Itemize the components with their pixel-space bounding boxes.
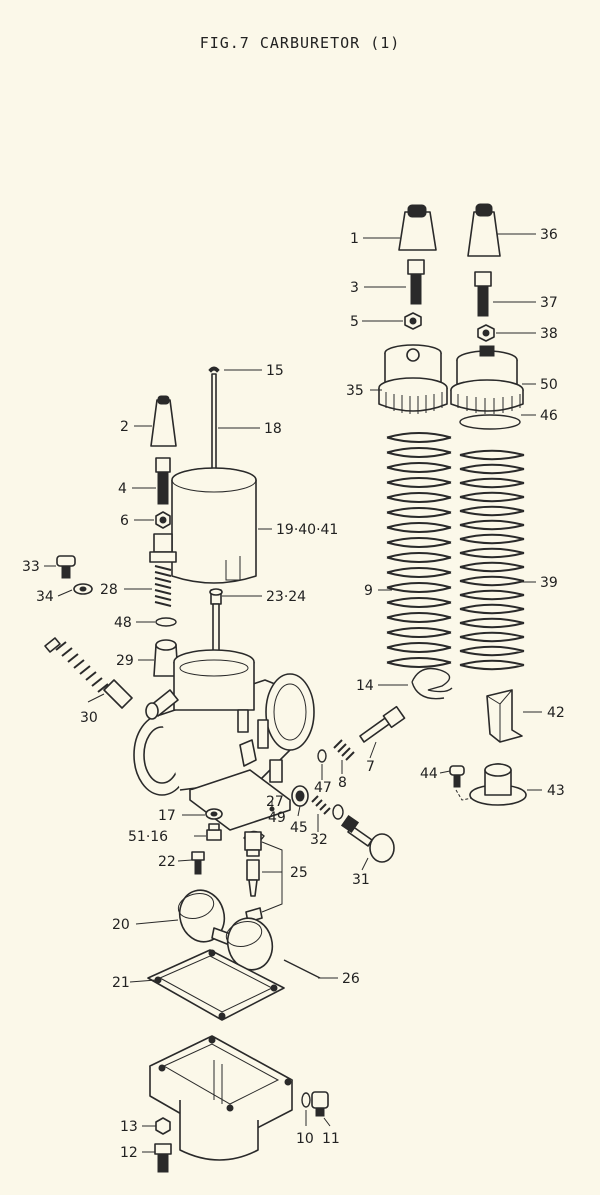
float-bowl: [149, 1035, 293, 1161]
callout-22: 22: [158, 854, 176, 870]
callout-5: 5: [350, 314, 359, 330]
callout-10: 10: [296, 1131, 314, 1147]
drain-plug-11: [311, 1091, 329, 1117]
washer-47: [317, 749, 327, 763]
callout-4: 4: [118, 481, 127, 497]
callout-25: 25: [290, 865, 308, 881]
guide-29: [153, 639, 179, 677]
throttle-slide-19: [171, 467, 257, 584]
callout-43: 43: [547, 783, 565, 799]
callout-33: 33: [22, 559, 40, 575]
callout-38: 38: [540, 326, 558, 342]
cap-2: [150, 399, 177, 447]
callout-39: 39: [540, 575, 558, 591]
cable-adjuster-30: [44, 637, 133, 709]
callout-19-40-41: 19·40·41: [276, 522, 338, 538]
cap-36: [467, 203, 501, 257]
callout-13: 13: [120, 1119, 138, 1135]
callout-30: 30: [80, 710, 98, 726]
callout-49: 49: [268, 810, 286, 826]
callout-labels: 1 36 3 37 5 38 15 35 50 2 18 46 4 6 19·4…: [22, 227, 565, 1161]
callout-31: 31: [352, 872, 370, 888]
screw-7: [359, 705, 406, 743]
callout-48: 48: [114, 615, 132, 631]
callout-26: 26: [342, 971, 360, 987]
clip-14: [411, 667, 453, 700]
callout-29: 29: [116, 653, 134, 669]
callout-44: 44: [420, 766, 438, 782]
adjuster-4: [155, 457, 171, 505]
callout-9: 9: [364, 583, 373, 599]
nut-13: [155, 1117, 171, 1135]
callout-7: 7: [366, 759, 375, 775]
callout-35: 35: [346, 383, 364, 399]
callout-21: 21: [112, 975, 130, 991]
screw-33: [56, 555, 76, 579]
spring-9: [386, 432, 452, 668]
leader-lines: [44, 233, 542, 1153]
callout-6: 6: [120, 513, 129, 529]
callout-1: 1: [350, 231, 359, 247]
callout-23-24: 23·24: [266, 589, 306, 605]
callout-51-16: 51·16: [128, 829, 168, 845]
needle-18: [211, 373, 217, 471]
bolt-12: [154, 1143, 172, 1173]
main-jet-25: [244, 831, 263, 923]
cap-1: [398, 204, 437, 251]
callout-11: 11: [322, 1131, 340, 1147]
callout-37: 37: [540, 295, 558, 311]
callout-46: 46: [540, 408, 558, 424]
callout-32: 32: [310, 832, 328, 848]
spring-39: [459, 449, 525, 671]
callout-34: 34: [36, 589, 54, 605]
callout-12: 12: [120, 1145, 138, 1161]
jet-22: [191, 851, 205, 875]
callout-27: 27: [266, 794, 284, 810]
clip-15: [208, 366, 220, 373]
cable-holder-43: [469, 763, 527, 806]
bracket-42: [486, 689, 523, 743]
callout-2: 2: [120, 419, 129, 435]
callout-20: 20: [112, 917, 130, 933]
callout-8: 8: [338, 775, 347, 791]
washer-10: [301, 1092, 311, 1108]
callout-15: 15: [266, 363, 284, 379]
callout-3: 3: [350, 280, 359, 296]
callout-36: 36: [540, 227, 558, 243]
gasket-21: [147, 949, 285, 1021]
needle-jet-23: [209, 588, 223, 661]
adjuster-3: [407, 259, 425, 305]
top-cover-50: [450, 345, 524, 414]
pilot-screw-31: [332, 804, 395, 863]
callout-17: 17: [158, 808, 176, 824]
callout-28: 28: [100, 582, 118, 598]
callout-14: 14: [356, 678, 374, 694]
screw-44: [449, 765, 473, 801]
callout-18: 18: [264, 421, 282, 437]
figure-title: FIG.7 CARBURETOR (1): [199, 34, 401, 52]
carburetor-body: [133, 649, 315, 831]
float-pin-26: [283, 959, 321, 979]
callout-45: 45: [290, 820, 308, 836]
jet-51: [206, 823, 222, 841]
callout-42: 42: [547, 705, 565, 721]
float-20: [177, 889, 274, 971]
adjuster-28: [149, 533, 177, 607]
callout-47: 47: [314, 780, 332, 796]
adjuster-37: [474, 271, 492, 317]
spring-32: [311, 795, 331, 815]
o-ring-46: [459, 414, 521, 430]
top-cover-35: [378, 344, 448, 414]
spring-8: [333, 739, 355, 761]
callout-50: 50: [540, 377, 558, 393]
o-ring-48: [155, 617, 177, 627]
